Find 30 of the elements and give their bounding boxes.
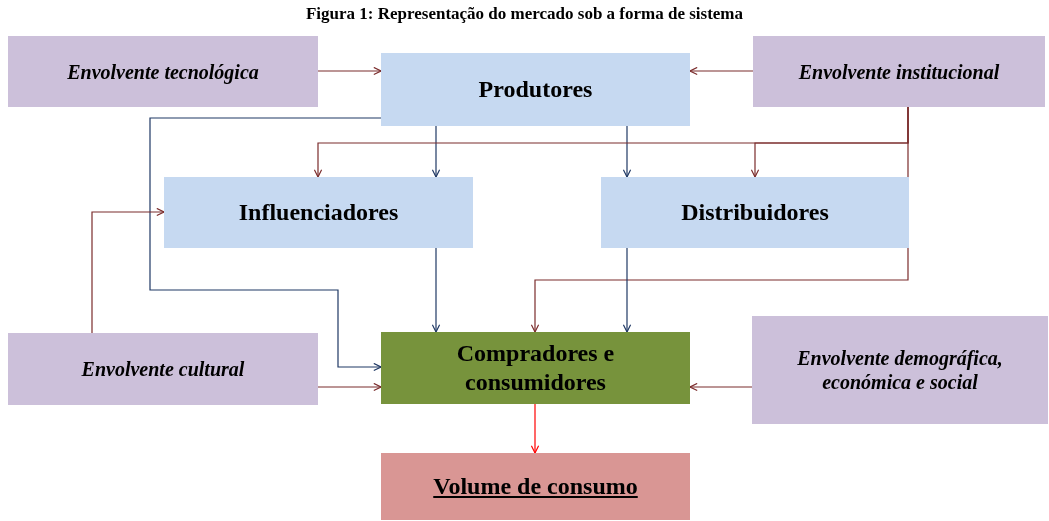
arrow bbox=[622, 125, 632, 178]
arrow bbox=[622, 247, 632, 333]
node-label: Distribuidores bbox=[681, 198, 829, 227]
environment-box bbox=[753, 36, 1045, 107]
arrow bbox=[431, 247, 441, 333]
arrow bbox=[91, 207, 165, 334]
arrow bbox=[149, 117, 382, 372]
actor-box bbox=[381, 53, 690, 126]
node-label: Envolvente cultural bbox=[81, 357, 245, 381]
figure-title: Figura 1: Representação do mercado sob a forma de sistema bbox=[305, 4, 744, 24]
arrow bbox=[689, 66, 754, 76]
node-label: Volume de consumo bbox=[433, 472, 638, 501]
node-label: Envolvente tecnológica bbox=[67, 59, 259, 84]
actor-box bbox=[601, 177, 909, 248]
arrow bbox=[317, 382, 382, 392]
node-label: Produtores bbox=[478, 75, 593, 104]
output-box bbox=[381, 453, 690, 520]
environment-box bbox=[752, 316, 1048, 424]
arrow bbox=[431, 125, 441, 178]
node-label: Envolvente demográfica, económica e social bbox=[796, 346, 1004, 394]
arrow bbox=[317, 66, 382, 76]
node-label: Compradores e consumidores bbox=[455, 339, 616, 397]
arrow bbox=[689, 382, 753, 392]
node-label: Influenciadores bbox=[238, 198, 399, 227]
environment-box bbox=[8, 333, 318, 405]
arrow bbox=[530, 403, 540, 454]
environment-box bbox=[8, 36, 318, 107]
actor-box bbox=[381, 332, 690, 404]
actor-box bbox=[164, 177, 473, 248]
node-label: Envolvente institucional bbox=[798, 59, 1000, 84]
